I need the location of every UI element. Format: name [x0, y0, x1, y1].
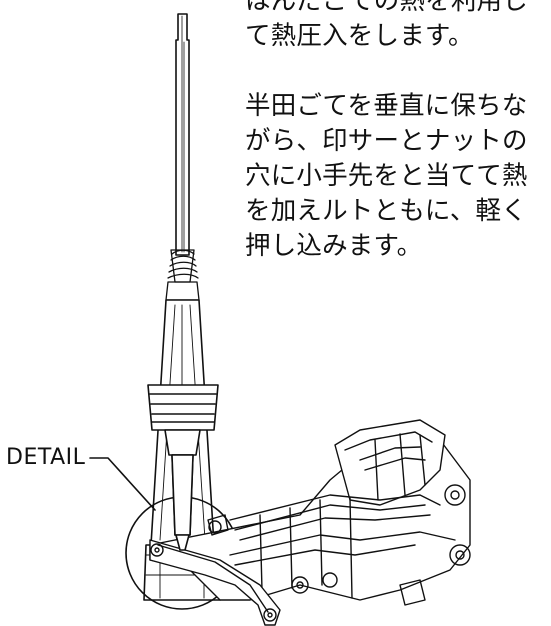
iron-cable: [175, 13, 190, 256]
chassis-frame: [149, 419, 471, 626]
instruction-line: 押し込みます。: [245, 231, 423, 261]
iron-tip-foreground: [171, 454, 194, 551]
instruction-line: を加えルトともに、軽く: [245, 196, 527, 226]
instruction-line: 半田ごてを垂直に保ちな: [245, 91, 528, 121]
detail-label: DETAIL: [6, 445, 86, 470]
instruction-text: はんだごての熱を利用し て熱圧入をします。 半田ごてを垂直に保ちな がら、印サー…: [245, 0, 551, 264]
instruction-line: て熱圧入をします。: [245, 21, 474, 51]
iron-spring: [165, 249, 200, 301]
instruction-line: 穴に小手先をと当てて熱: [245, 161, 528, 191]
instruction-line: がら、印サーとナットの: [245, 126, 528, 156]
instruction-line: はんだごての熱を利用し: [245, 0, 528, 16]
detail-leader: [89, 457, 156, 511]
